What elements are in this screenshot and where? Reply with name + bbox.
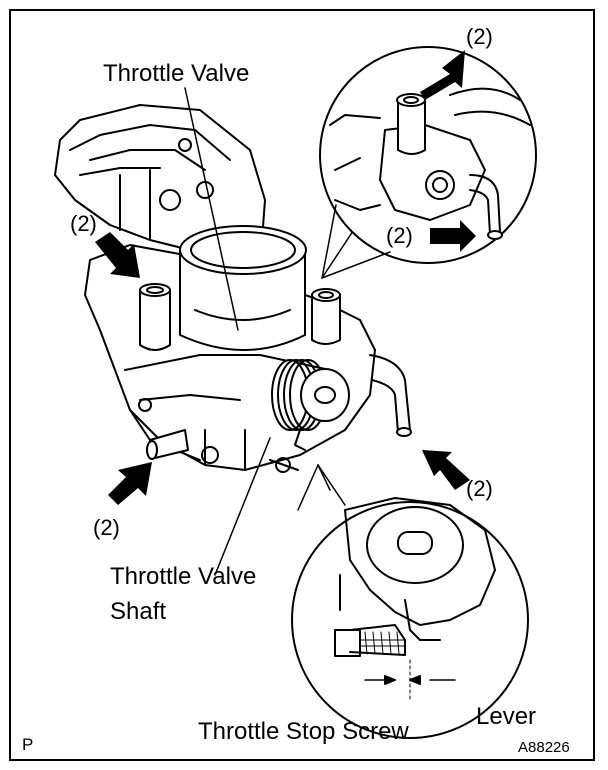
qty-label-left-lower: (2): [93, 515, 120, 540]
arrow-inset-top: [420, 50, 465, 100]
arrow-left-lower: [108, 462, 152, 505]
arrow-left-upper: [95, 232, 140, 278]
arrow-right-lower: [422, 450, 470, 490]
arrows: [95, 50, 476, 505]
qty-label-top-inset: (2): [466, 24, 493, 49]
label-throttle-valve-shaft-line1: Throttle Valve: [110, 563, 257, 590]
label-throttle-valve: Throttle Valve: [103, 60, 250, 87]
label-throttle-valve-shaft-line2: Shaft: [110, 598, 167, 625]
qty-label-inset-side: (2): [386, 223, 413, 248]
right-bent-pipe: [369, 354, 412, 437]
qty-label-left-upper: (2): [70, 211, 97, 236]
throttle-spring-coil: [269, 359, 350, 473]
figure-code: A88226: [518, 739, 570, 756]
label-lever: Lever: [476, 703, 537, 730]
bottom-inset-detail: [291, 497, 529, 739]
arrow-inset-side: [430, 220, 476, 252]
corner-label-p: P: [22, 735, 34, 754]
label-throttle-stop-screw: Throttle Stop Screw: [198, 718, 409, 745]
left-nipple-pipe: [139, 283, 171, 351]
right-nipple-pipe: [311, 288, 341, 345]
throttle-body-housing: [54, 104, 266, 261]
qty-label-right-lower: (2): [466, 476, 493, 501]
throttle-bore: [179, 225, 307, 351]
lower-left-nipple: [146, 429, 189, 460]
inset-connector-lines: [297, 204, 391, 511]
top-inset-detail: [319, 46, 537, 264]
